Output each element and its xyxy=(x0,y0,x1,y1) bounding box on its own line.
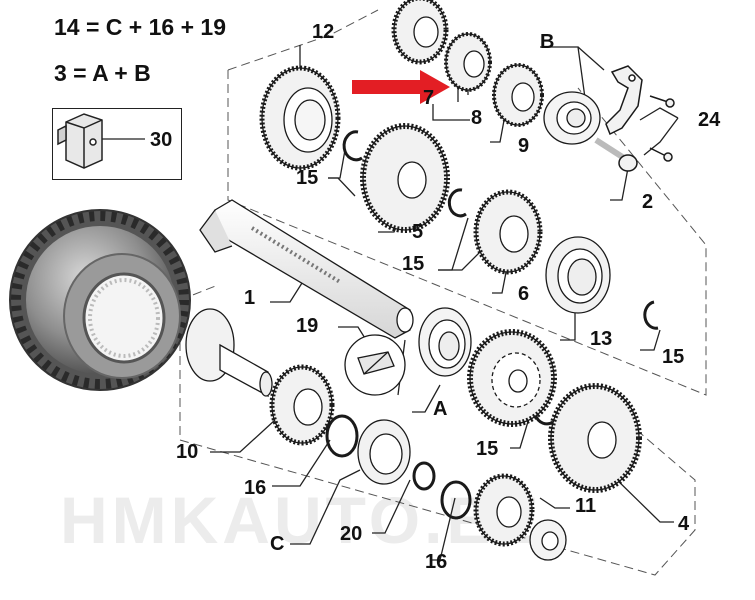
part-30-block xyxy=(57,113,103,169)
synchro-13 xyxy=(545,236,611,314)
callout-20: 20 xyxy=(340,523,362,545)
callout-5: 5 xyxy=(412,221,423,243)
callout-7: 7 xyxy=(423,87,434,109)
gear-6 xyxy=(473,189,543,275)
main-shaft-1 xyxy=(199,199,414,339)
formula-line-1: 14 = C + 16 + 19 xyxy=(54,14,226,40)
callout-16-b: 16 xyxy=(425,551,447,573)
callout-10: 10 xyxy=(176,441,198,463)
red-arrow-indicator xyxy=(352,70,450,104)
callout-16-a: 16 xyxy=(244,477,266,499)
callout-12: 12 xyxy=(312,21,334,43)
gear-9 xyxy=(492,63,544,127)
callout-labels: 12 30 7 8 9 B 24 2 15 5 15 6 13 15 1 19 … xyxy=(150,21,721,573)
snap-ring-16 xyxy=(325,414,472,520)
dashed-assembly-frames xyxy=(179,9,707,576)
callout-19: 19 xyxy=(296,315,318,337)
ring-20 xyxy=(412,461,436,491)
gear-top xyxy=(391,0,449,65)
callout-30: 30 xyxy=(150,129,172,151)
bearing-a xyxy=(418,307,472,377)
callout-c: C xyxy=(270,533,284,555)
bearing-b xyxy=(543,91,601,145)
gear-8 xyxy=(444,32,492,92)
callout-15-b: 15 xyxy=(402,253,424,275)
gear-10 xyxy=(269,364,335,446)
formula-line-2: 3 = A + B xyxy=(54,60,151,86)
callout-15-d: 15 xyxy=(476,438,498,460)
retaining-bracket xyxy=(594,65,675,172)
gear-photo xyxy=(9,209,191,391)
small-bearing xyxy=(529,519,567,561)
callout-15-a: 15 xyxy=(296,167,318,189)
callout-15-c: 15 xyxy=(662,346,684,368)
callout-8: 8 xyxy=(471,107,482,129)
callout-13: 13 xyxy=(590,328,612,350)
gear-11 xyxy=(473,473,535,547)
callout-1: 1 xyxy=(244,287,255,309)
hub-c xyxy=(357,419,411,485)
callout-11: 11 xyxy=(575,495,596,517)
callout-24: 24 xyxy=(698,109,721,131)
callout-6: 6 xyxy=(518,283,529,305)
gear-5 xyxy=(360,123,450,233)
lay-shaft xyxy=(185,308,273,398)
callout-2: 2 xyxy=(642,191,653,213)
callout-b: B xyxy=(540,31,554,53)
callout-4: 4 xyxy=(678,513,690,535)
gear-4 xyxy=(548,383,642,493)
callout-a: A xyxy=(433,398,447,420)
callout-9: 9 xyxy=(518,135,529,157)
part-19-inset xyxy=(344,334,406,396)
gear-12 xyxy=(259,65,341,171)
gear-wheel-large xyxy=(467,329,557,427)
